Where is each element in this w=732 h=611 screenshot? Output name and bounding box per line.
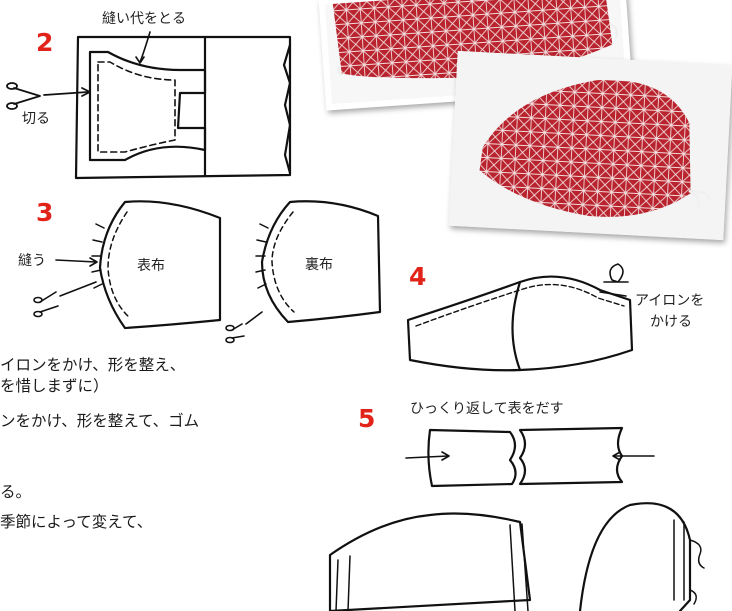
body-line-4: る。 [0,483,32,501]
step2-drawing [74,35,292,180]
body-line-3: ンをかけ、形を整えて、ゴム [0,412,200,430]
step-2-number: 2 [36,28,54,57]
step-4-number: 4 [409,262,427,291]
seam-allowance-label: 縫い代をとる [102,11,186,27]
step5-mask-left [328,512,532,611]
inner-cloth-label: 裏布 [305,257,333,273]
scissors-icon-step2 [6,82,91,110]
step4-mask [406,263,634,372]
sew-label: 縫う [18,253,46,269]
step5-mask-right [578,502,705,611]
step3-outer-piece [91,200,222,330]
mask-photo-bottom [448,50,732,241]
step-5-number: 5 [358,404,376,433]
body-line-1: イロンをかけ、形を整え、 [0,356,186,374]
body-line-5: 季節によって変えて、 [0,513,153,531]
outer-cloth-label: 表布 [137,258,165,274]
iron-label-line2: かける [650,314,692,330]
step5-tube [405,426,655,488]
turn-inside-out-label: ひっくり返して表をだす [410,401,564,417]
cut-label: 切る [22,111,50,127]
scissors-icon-step3b [225,311,263,344]
scissors-icon-step3a [33,281,97,318]
step3-inner-piece [255,200,382,324]
iron-label-line1: アイロンを [635,293,705,309]
step-3-number: 3 [36,198,54,227]
body-line-2: を惜しまずに） [0,377,109,395]
